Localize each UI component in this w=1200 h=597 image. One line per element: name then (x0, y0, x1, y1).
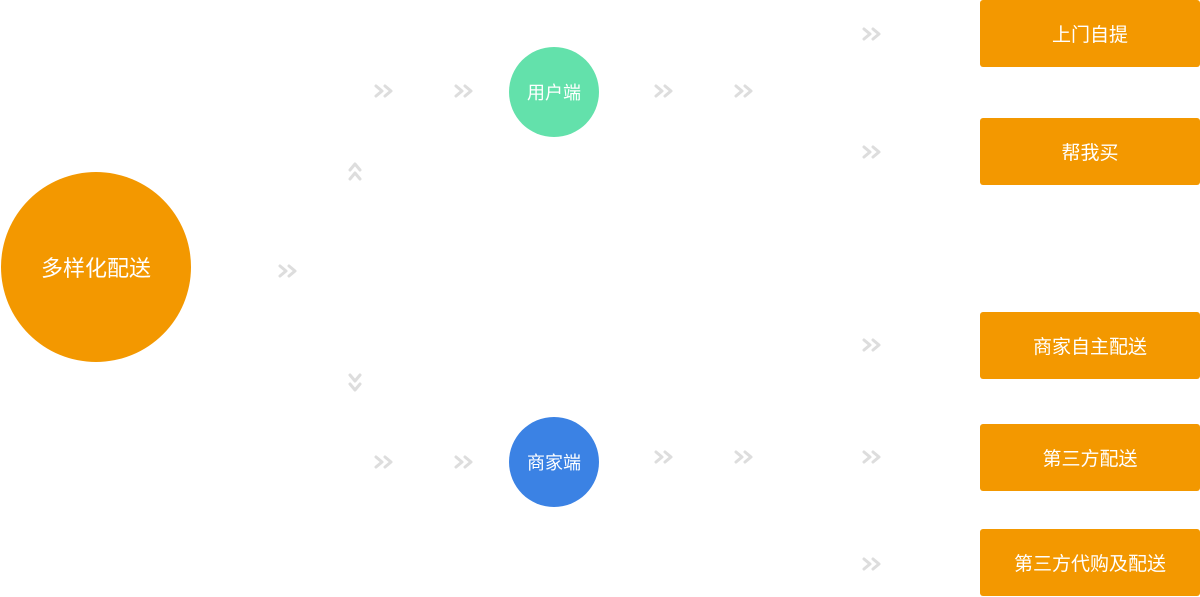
chevron-right-icon (654, 83, 676, 99)
option-label: 第三方代购及配送 (1013, 553, 1166, 575)
option-box-merchant-delivery: 商家自主配送 (980, 312, 1200, 379)
option-box-buy-for-me: 帮我买 (980, 118, 1200, 185)
chevron-down-icon (347, 371, 363, 393)
chevron-up-icon (347, 161, 363, 183)
option-label: 上门自提 (1051, 24, 1128, 46)
chevron-right-icon (862, 26, 884, 42)
option-label: 商家自主配送 (1032, 336, 1147, 358)
option-label: 帮我买 (1061, 142, 1119, 164)
chevron-right-icon (454, 83, 476, 99)
option-box-third-party-delivery: 第三方配送 (980, 424, 1200, 491)
chevron-right-icon (862, 144, 884, 160)
branch-node-user: 用户端 (509, 47, 599, 137)
chevron-right-icon (454, 454, 476, 470)
chevron-right-icon (374, 454, 396, 470)
branch-node-user-label: 用户端 (527, 83, 581, 104)
option-label: 第三方配送 (1042, 448, 1138, 470)
chevron-right-icon (862, 556, 884, 572)
option-box-pickup: 上门自提 (980, 0, 1200, 67)
chevron-right-icon (734, 83, 756, 99)
chevron-right-icon (278, 263, 300, 279)
chevron-right-icon (374, 83, 396, 99)
chevron-right-icon (862, 337, 884, 353)
root-node-label: 多样化配送 (40, 257, 151, 282)
root-node-diversified-delivery: 多样化配送 (1, 172, 191, 362)
branch-node-merchant-label: 商家端 (527, 453, 581, 474)
option-box-third-party-purchase-delivery: 第三方代购及配送 (980, 529, 1200, 596)
chevron-right-icon (734, 449, 756, 465)
branch-node-merchant: 商家端 (509, 417, 599, 507)
chevron-right-icon (654, 449, 676, 465)
chevron-right-icon (862, 449, 884, 465)
